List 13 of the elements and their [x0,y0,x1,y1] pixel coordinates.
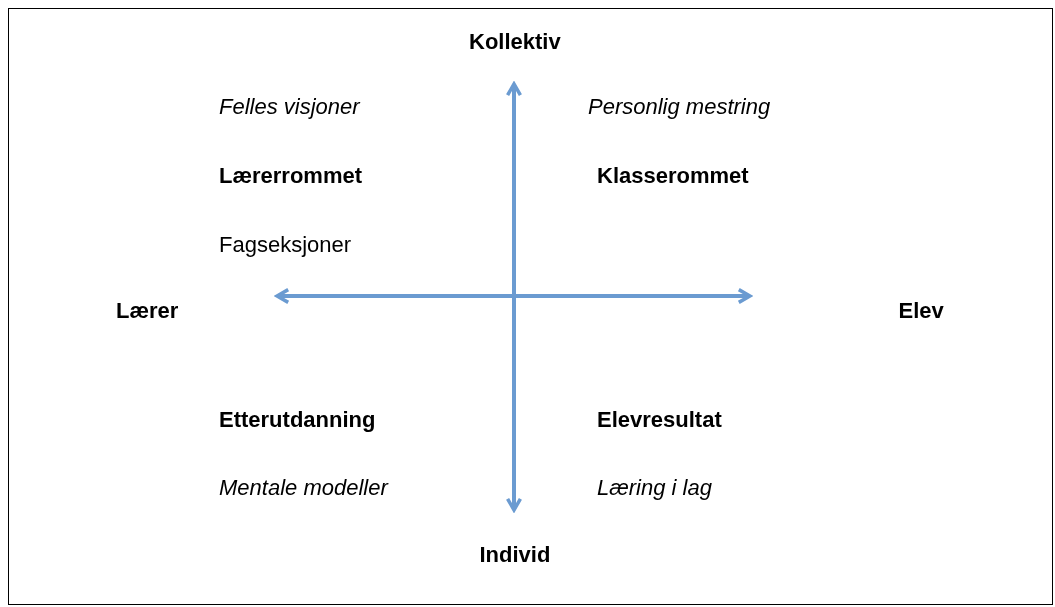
quadrant-note: Fagseksjoner [219,232,352,258]
quadrant-note: Læring i lag [597,475,712,501]
quadrant-title: Etterutdanning [219,407,376,433]
quadrant-note: Mentale modeller [219,475,388,501]
axis-label: Elev [898,298,944,324]
axis-label: Individ [479,542,551,568]
axis-label: Lærer [116,298,179,324]
quadrant-title: Elevresultat [597,407,722,433]
axis-label: Kollektiv [469,29,561,55]
quadrant-title: Klasserommet [597,163,749,189]
quadrant-note: Personlig mestring [588,94,771,120]
quadrant-note: Felles visjoner [219,94,360,120]
quadrant-title: Lærerrommet [219,163,363,189]
